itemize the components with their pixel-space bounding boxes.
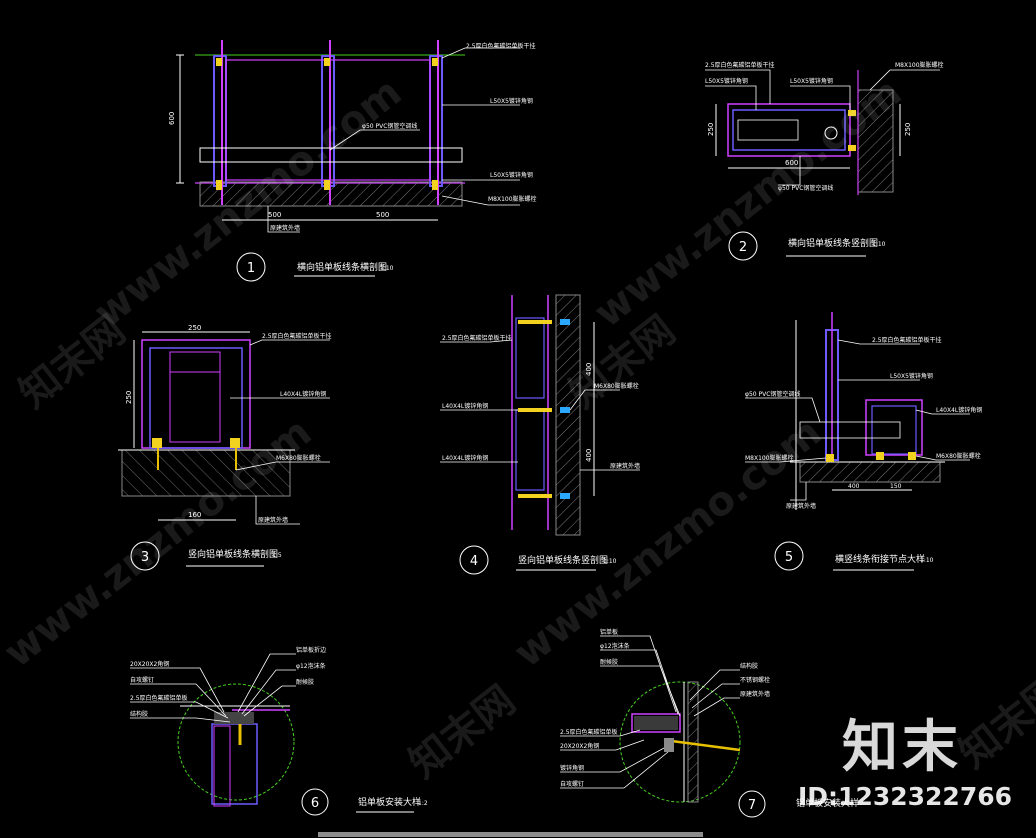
drawing-title: 竖向铝单板线条横剖图	[188, 548, 278, 560]
label: 结构胶	[740, 662, 758, 670]
label: L50X5镀锌角钢	[705, 77, 748, 85]
drawing-6: 20X20X2角钢 自攻螺钉 2.5厚白色氟碳铝单板 结构胶 铝单板折边 φ12…	[130, 646, 428, 816]
dim: 500	[376, 211, 389, 219]
dim: 400	[585, 449, 593, 462]
label: 原建筑外墙	[270, 224, 300, 232]
label: 耐候胶	[296, 678, 314, 686]
drawing-title: 竖向铝单板线条竖剖图	[518, 554, 608, 566]
dim: 600	[785, 159, 798, 167]
drawing-scale: 1:10	[872, 241, 886, 248]
label: 2.5厚白色氟碳铝单板干挂	[705, 61, 775, 69]
drawing-scale: 1:2	[418, 800, 428, 807]
label: 不锈钢螺栓	[740, 676, 770, 684]
label: 2.5厚白色氟碳铝单板干挂	[262, 332, 332, 340]
label: M8X100膨胀螺栓	[895, 61, 944, 69]
drawing-number: 7	[748, 798, 756, 813]
label: L50X5镀锌角钢	[490, 97, 533, 105]
label: 铝单板	[600, 628, 618, 636]
dim: 250	[125, 391, 133, 404]
drawing-title: 横竖线条衔接节点大样	[835, 553, 925, 565]
dim: 400	[585, 363, 593, 376]
drawing-title: 横向铝单板线条竖剖图	[788, 237, 878, 249]
drawing-number: 3	[141, 550, 149, 565]
label: φ50 PVC钢管空调线	[745, 390, 800, 398]
dim: 250	[707, 123, 715, 136]
label: 2.5厚白色氟碳铝单板干挂	[466, 42, 536, 50]
label: 自攻螺钉	[560, 780, 584, 788]
drawing-5: 400 150 2.5厚白色氟碳铝单板干挂 L50X5镀锌角钢 φ50 PVC钢…	[745, 312, 982, 571]
drawing-4: 400 400 2.5厚白色氟碳铝单板干挂 M6X80膨胀螺栓 L40X4L镀锌…	[440, 294, 640, 575]
label: 原建筑外墙	[610, 462, 640, 470]
label: 2.5厚白色氟碳铝单板干挂	[442, 334, 512, 342]
label: 2.5厚白色氟碳铝单板干挂	[872, 336, 942, 344]
brand-id: ID:1232322766	[798, 782, 1013, 811]
drawing-number-circle	[774, 541, 804, 571]
label: M6X80膨胀螺栓	[276, 454, 321, 462]
label: φ50 PVC钢管空调线	[362, 122, 417, 130]
label: M6X80膨胀螺栓	[936, 452, 981, 460]
label: L40X4L镀锌角钢	[280, 390, 326, 398]
drawing-scale: 1:10	[603, 558, 617, 565]
drawing-1: 600 500 500 2.5厚白色氟碳铝单板干挂 L50X5镀锌角钢 φ50 …	[168, 40, 537, 282]
dim: 160	[188, 511, 201, 519]
dim: 250	[188, 324, 201, 332]
dim: 400	[848, 483, 860, 490]
brand-logo: 知末	[842, 715, 962, 780]
dim: 600	[168, 112, 176, 125]
label: L40X4L镀锌角钢	[442, 402, 488, 410]
label: 铝单板折边	[296, 646, 326, 654]
drawing-3: 250 250 160 2.5厚白色氟碳铝单板干挂 L40X4L镀锌角钢 M6X…	[118, 324, 332, 571]
drawing-number-circle	[301, 788, 329, 816]
label: 原建筑外墙	[740, 690, 770, 698]
drawing-number-circle	[728, 231, 758, 261]
label: L50X5镀锌角钢	[790, 77, 833, 85]
drawing-scale: 1:5	[272, 552, 282, 559]
drawing-title: 铝单板安装大样	[796, 797, 859, 809]
drawing-2: 250 600 250 2.5厚白色氟碳铝单板干挂 L50X5镀锌角钢 L50X…	[705, 61, 944, 261]
drawing-number-circle	[236, 252, 266, 282]
label: L50X5镀锌角钢	[490, 171, 533, 179]
drawing-number: 1	[247, 261, 255, 276]
label: L40X4L镀锌角钢	[936, 406, 982, 414]
label: M8X100膨胀螺栓	[488, 195, 537, 203]
label: 原建筑外墙	[786, 502, 816, 510]
label: φ12泡沫条	[600, 642, 630, 650]
drawing-number-circle	[459, 545, 489, 575]
label: 原建筑外墙	[258, 516, 288, 524]
label: 2.5厚白色氟碳铝单板	[130, 694, 188, 702]
dim: 250	[904, 123, 912, 136]
drawing-title: 横向铝单板线条横剖图	[297, 261, 387, 273]
drawing-7: 铝单板 φ12泡沫条 耐候胶 2.5厚白色氟碳铝单板 20X20X2角钢 镀锌角…	[560, 628, 859, 818]
label: M8X100膨胀螺栓	[745, 454, 794, 462]
label: L40X4L镀锌角钢	[442, 454, 488, 462]
label: 自攻螺钉	[130, 676, 154, 684]
label: 耐候胶	[600, 658, 618, 666]
drawing-number-circle	[738, 790, 766, 818]
label: 20X20X2角钢	[130, 660, 169, 668]
label: M6X80膨胀螺栓	[594, 382, 639, 390]
dim: 500	[268, 211, 281, 219]
horizontal-scrollbar[interactable]	[318, 832, 703, 837]
drawing-number-circle	[130, 541, 160, 571]
label: φ50 PVC钢管空调线	[778, 184, 833, 192]
label: 结构胶	[130, 710, 148, 718]
drawing-number: 5	[785, 550, 793, 565]
drawing-scale: 1:10	[380, 265, 394, 272]
drawing-scale: 1:10	[920, 557, 934, 564]
drawing-number: 4	[470, 554, 478, 569]
drawing-number: 2	[739, 240, 747, 255]
dim: 150	[890, 483, 902, 490]
drawing-number: 6	[311, 796, 319, 811]
label: L50X5镀锌角钢	[890, 372, 933, 380]
label: 2.5厚白色氟碳铝单板	[560, 728, 618, 736]
label: 20X20X2角钢	[560, 742, 599, 750]
label: 镀锌角钢	[560, 764, 584, 772]
drawing-title: 铝单板安装大样	[358, 796, 421, 808]
label: φ12泡沫条	[296, 662, 326, 670]
